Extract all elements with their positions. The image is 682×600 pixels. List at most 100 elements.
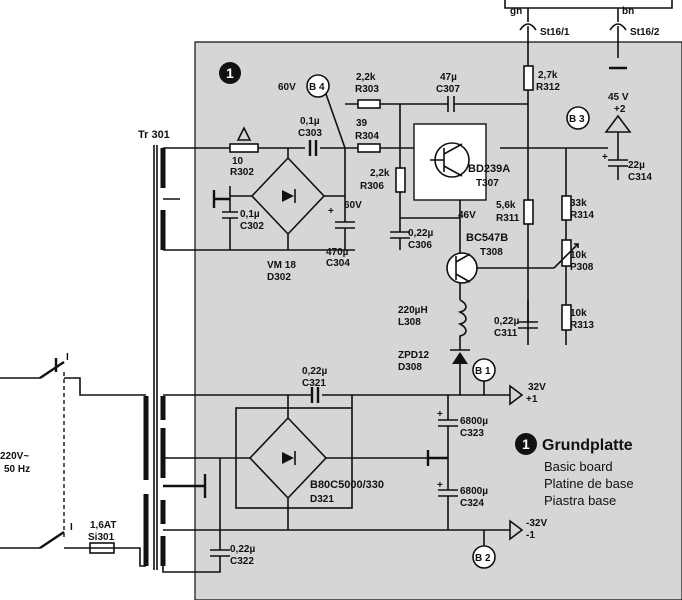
c322-capacitor: [162, 540, 230, 573]
d302-diode: [282, 190, 294, 202]
p308-ref: P308: [570, 262, 594, 273]
si301-ref: Si301: [88, 532, 115, 543]
output-arrow-minus1: [509, 519, 524, 541]
d321-diode: [282, 452, 294, 464]
c314-capacitor: [608, 148, 628, 180]
c314-plus: +: [602, 152, 608, 163]
c323-ref: C323: [460, 428, 484, 439]
r311-value: 5,6k: [496, 200, 516, 211]
r302-value: 10: [232, 156, 244, 167]
c307-capacitor: [420, 96, 528, 112]
r312-resistor: [523, 65, 534, 91]
output-arrow-plus1: [509, 384, 524, 406]
c311-value: 0,22µ: [494, 316, 519, 327]
mains-switch-bottom: [39, 531, 65, 549]
r304-resistor: [357, 143, 381, 153]
t308-ref: T308: [480, 247, 503, 258]
c322-value: 0,22µ: [230, 544, 255, 555]
l308-inductor: [457, 282, 467, 350]
legend-badge: [515, 433, 537, 455]
node-minus32v: -32V: [526, 518, 547, 529]
board-number-badge: [219, 62, 241, 84]
c322-ref: C322: [230, 556, 254, 567]
c324-plus: +: [437, 480, 443, 491]
r306-resistor: [395, 167, 406, 193]
node-60v-mid: 60V: [344, 200, 362, 211]
r303-resistor: [357, 99, 381, 109]
r303-ref: R303: [355, 84, 379, 95]
legend-line-3: Piastra base: [544, 493, 616, 508]
ground-c323: [426, 450, 448, 466]
node-b4: [306, 74, 330, 98]
node-32v: 32V: [528, 382, 546, 393]
c314-value: 22µ: [628, 160, 645, 171]
board-area: [194, 41, 682, 600]
l308-ref: L308: [398, 317, 421, 328]
r312-ref: R312: [536, 82, 560, 93]
r303-value: 2,2k: [356, 72, 376, 83]
legend-line-1: Basic board: [544, 459, 613, 474]
c302-ground: [212, 190, 230, 208]
d302-value: VM 18: [267, 260, 296, 271]
d308-value: ZPD12: [398, 350, 430, 361]
r313-ref: R313: [570, 320, 594, 331]
c302-value: 0,1µ: [240, 209, 260, 220]
connector-st16-1: [519, 8, 537, 42]
r311-resistor: [523, 199, 534, 225]
d308-bar: [450, 349, 470, 395]
r311-ref: R311: [496, 213, 520, 224]
connector-gn-label: gn: [510, 6, 522, 17]
c311-ref: C311: [494, 328, 518, 339]
t308-leads: [455, 200, 471, 283]
node-b2-label: B 2: [475, 553, 491, 564]
switch-number-b: I: [70, 522, 73, 533]
c306-value: 0,22µ: [408, 228, 433, 239]
output-arrow-plus2: [604, 114, 632, 148]
mains-wire-bottom: [0, 547, 146, 567]
tr301-label: Tr 301: [138, 129, 170, 141]
r304-value: 39: [356, 118, 368, 129]
r306-ref: R306: [360, 181, 384, 192]
r302-ref: R302: [230, 167, 254, 178]
t307-box: [413, 123, 487, 201]
d302-ref: D302: [267, 272, 291, 283]
c303-capacitor: [308, 140, 318, 156]
node-b3: [566, 106, 590, 130]
t308-transistor: [446, 252, 478, 284]
d302-connections: [230, 148, 346, 250]
d308-ref: D308: [398, 362, 422, 373]
t307-value: BD239A: [468, 163, 510, 175]
mains-voltage: 220V~: [0, 451, 29, 462]
c307-value: 47µ: [440, 72, 457, 83]
node-45v: 45 V: [608, 92, 629, 103]
c304-value: 470µ: [326, 247, 349, 258]
node-60v-left: 60V: [278, 82, 296, 93]
r314-ref: R314: [570, 210, 594, 221]
transformer-core: [153, 145, 158, 570]
mains-frequency: 50 Hz: [4, 464, 30, 475]
wire-b4: [325, 93, 420, 218]
top-connector-frame: [504, 0, 673, 9]
c324-capacitor: [438, 480, 458, 530]
t308-value: BC547B: [466, 232, 508, 244]
d321-ref: D321: [310, 494, 334, 505]
node-plus2: +2: [614, 104, 626, 115]
d321-value: B80C5000/330: [310, 479, 384, 491]
c321-ref: C321: [302, 378, 326, 389]
connector-bn-label: bn: [622, 6, 634, 17]
c306-ref: C306: [408, 240, 432, 251]
c303-value: 0,1µ: [300, 116, 320, 127]
c323-plus: +: [437, 409, 443, 420]
c311-capacitor: [518, 300, 538, 345]
legend-line-2: Platine de base: [544, 476, 634, 491]
mains-switch-top: [39, 358, 65, 379]
t307-leads: [430, 143, 463, 177]
r313-resistor: [561, 304, 572, 331]
r314-value: 33k: [570, 198, 587, 209]
d308-zener: [452, 352, 468, 364]
connector-st16-1-label: St16/1: [540, 27, 570, 38]
c324-ref: C324: [460, 498, 484, 509]
c304-ref: C304: [326, 258, 350, 269]
si301-value: 1,6AT: [90, 520, 117, 531]
